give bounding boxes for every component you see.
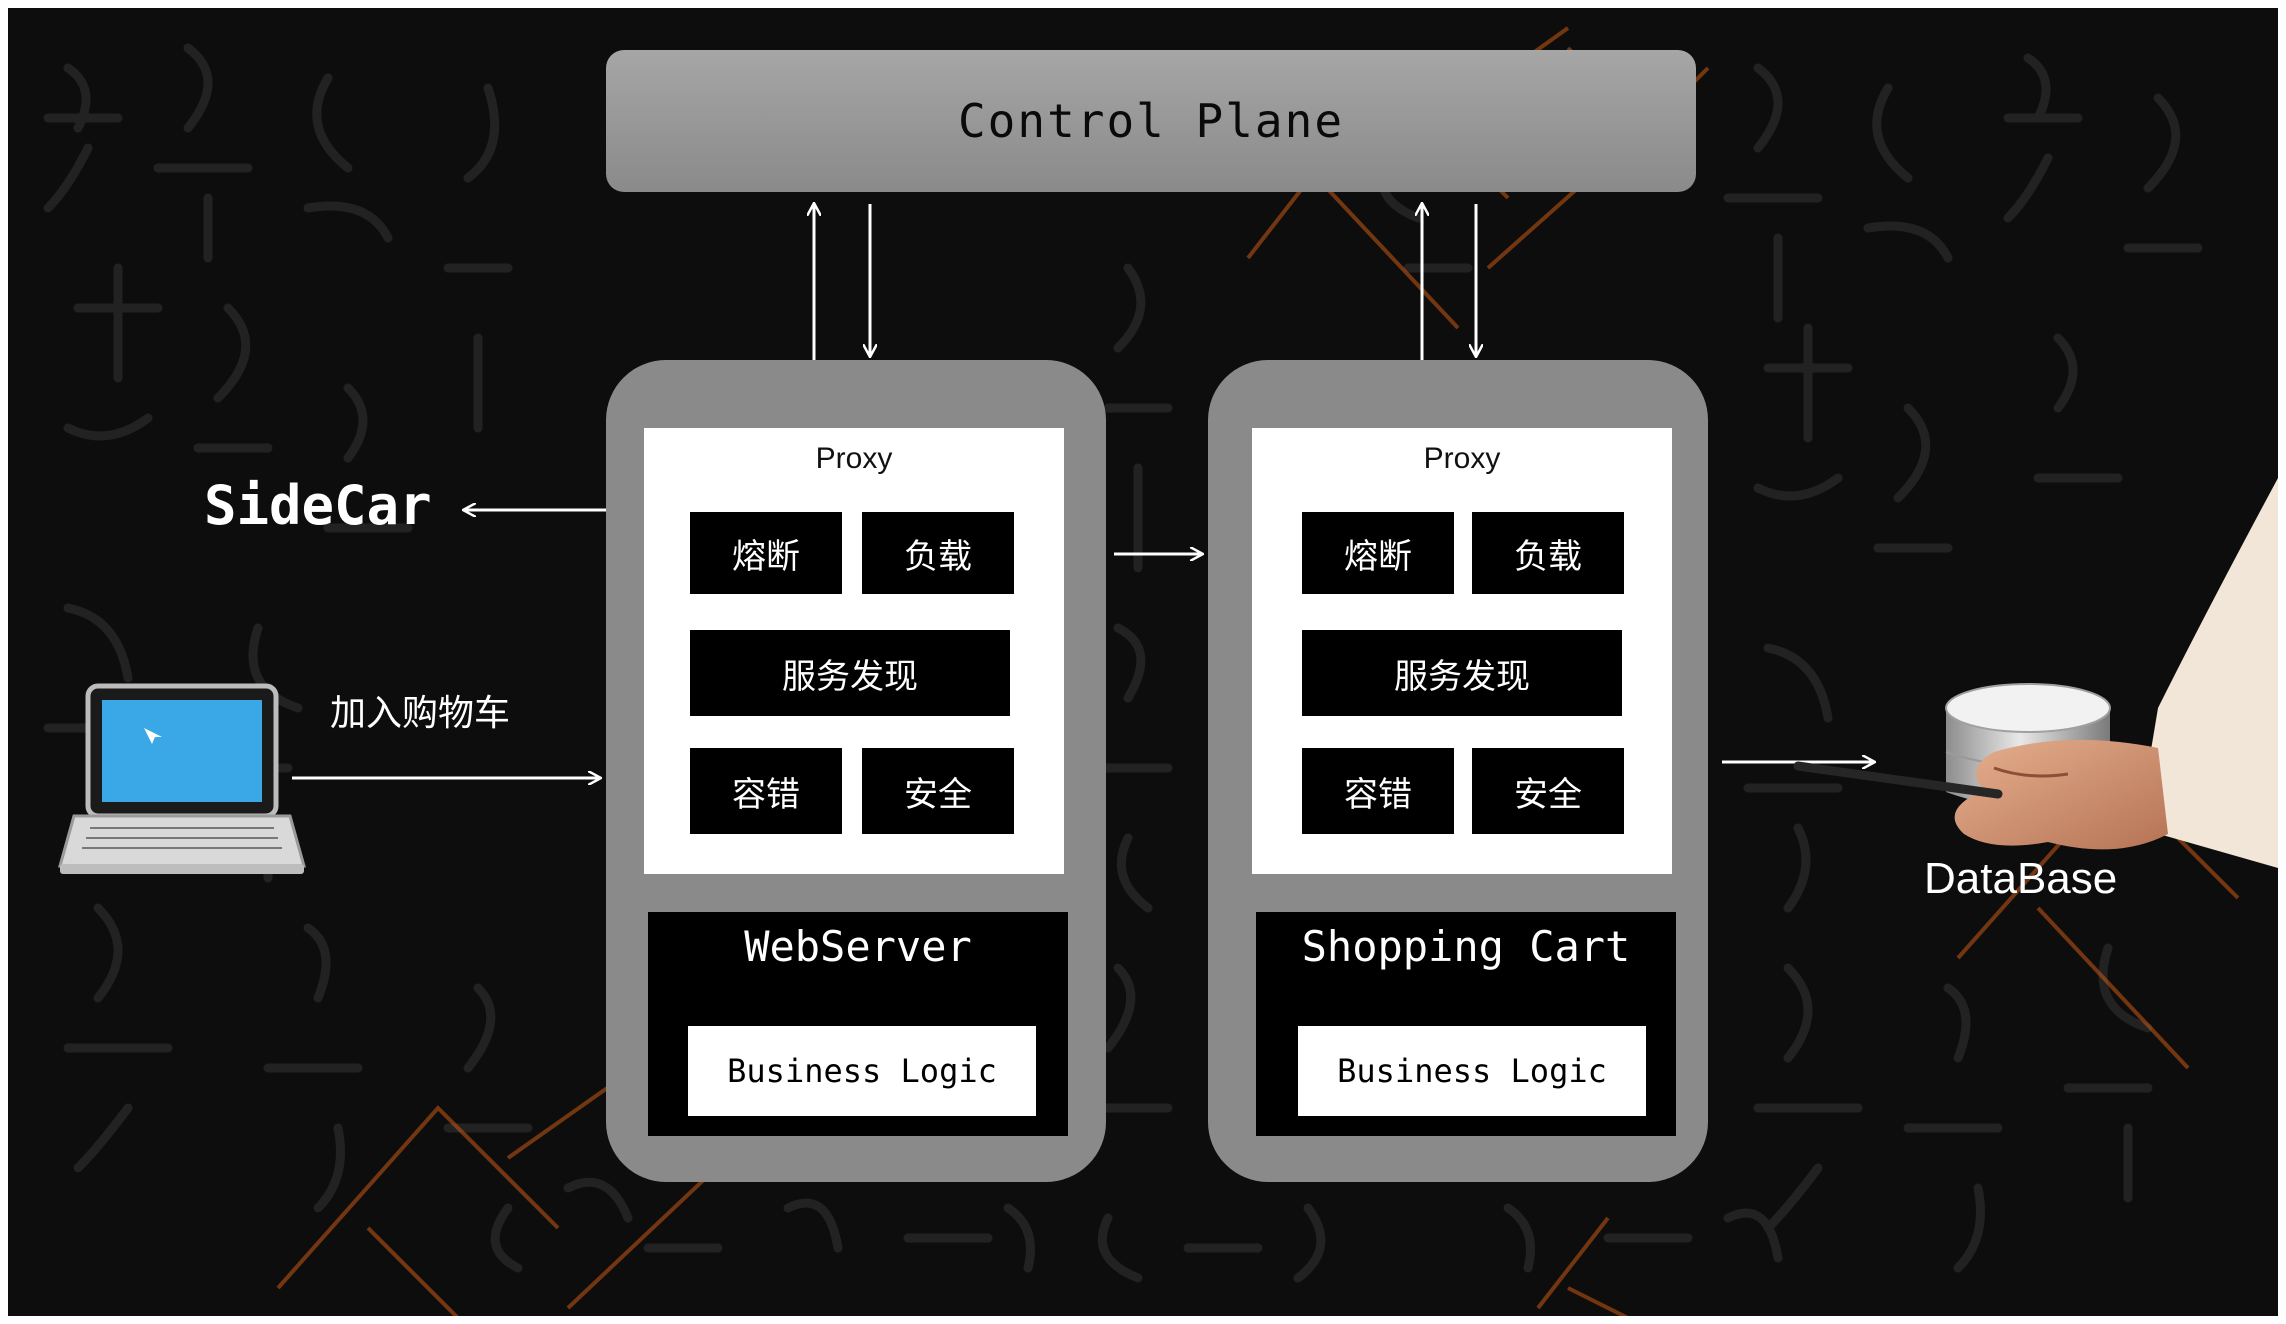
control-plane-label: Control Plane — [957, 94, 1345, 148]
feature-circuit-breaker: 熔断 — [690, 512, 842, 594]
feature-load-balancing: 负载 — [1472, 512, 1624, 594]
add-to-cart-label: 加入购物车 — [330, 693, 511, 734]
diagram-artwork — [43, 26, 2278, 1316]
service-pod-webserver: Proxy 熔断 负载 服务发现 容错 安全 WebServer Busines… — [606, 360, 1106, 1182]
proxy-title: Proxy — [815, 442, 893, 475]
presenter-hand-image — [1793, 478, 2278, 868]
control-plane-box: Control Plane — [606, 50, 1696, 192]
database-label: DataBase — [1924, 854, 2118, 903]
application-box: WebServer Business Logic — [648, 912, 1068, 1136]
application-name: WebServer — [744, 922, 972, 971]
feature-circuit-breaker: 熔断 — [1302, 512, 1454, 594]
proxy-title: Proxy — [1423, 442, 1501, 475]
feature-service-discovery: 服务发现 — [690, 630, 1010, 716]
feature-fault-tolerance: 容错 — [1302, 748, 1454, 834]
sidecar-label: SideCar — [204, 474, 432, 537]
feature-security: 安全 — [1472, 748, 1624, 834]
calligraphy-background — [43, 43, 2203, 1283]
application-box: Shopping Cart Business Logic — [1256, 912, 1676, 1136]
business-logic-box: Business Logic — [688, 1026, 1036, 1116]
business-logic-box: Business Logic — [1298, 1026, 1646, 1116]
feature-service-discovery: 服务发现 — [1302, 630, 1622, 716]
feature-fault-tolerance: 容错 — [690, 748, 842, 834]
proxy-box: Proxy 熔断 负载 服务发现 容错 安全 — [1252, 428, 1672, 874]
service-pod-shopping-cart: Proxy 熔断 负载 服务发现 容错 安全 Shopping Cart Bus… — [1208, 360, 1708, 1182]
laptop-icon — [58, 683, 306, 874]
proxy-box: Proxy 熔断 负载 服务发现 容错 安全 — [644, 428, 1064, 874]
application-name: Shopping Cart — [1301, 922, 1631, 971]
diagram-slide: Control Plane SideCar 加入购物车 Proxy 熔断 负载 … — [8, 8, 2278, 1316]
feature-security: 安全 — [862, 748, 1014, 834]
feature-load-balancing: 负载 — [862, 512, 1014, 594]
control-plane-arrows — [814, 204, 1476, 360]
